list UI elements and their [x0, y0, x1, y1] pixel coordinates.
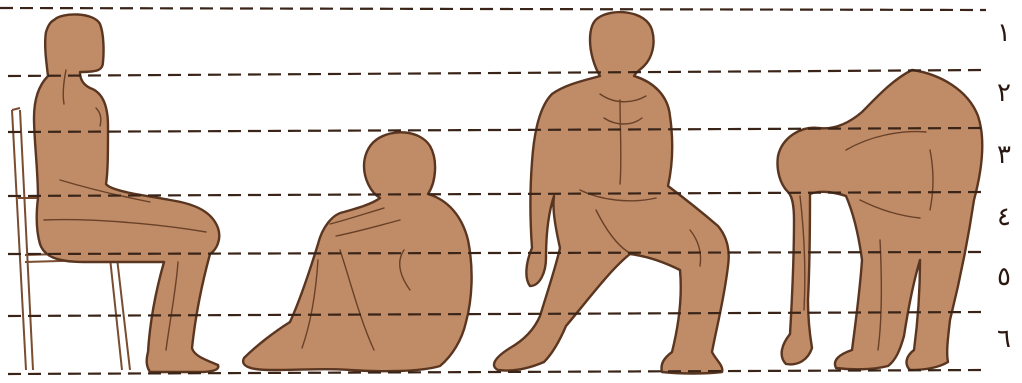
- floor-sitting-figure: [243, 132, 471, 371]
- guide-line-1: [0, 8, 986, 10]
- guide-line-2: [8, 70, 986, 76]
- guide-label-4: ٤: [990, 204, 1018, 230]
- guide-label-5: ٥: [990, 264, 1018, 290]
- guide-label-2: ٢: [990, 80, 1018, 106]
- bending-figure: [777, 70, 982, 370]
- guide-label-1: ١: [990, 20, 1018, 46]
- guide-label-6: ٦: [990, 326, 1018, 352]
- guide-label-3: ٣: [990, 142, 1018, 168]
- seated-figure: [34, 14, 219, 372]
